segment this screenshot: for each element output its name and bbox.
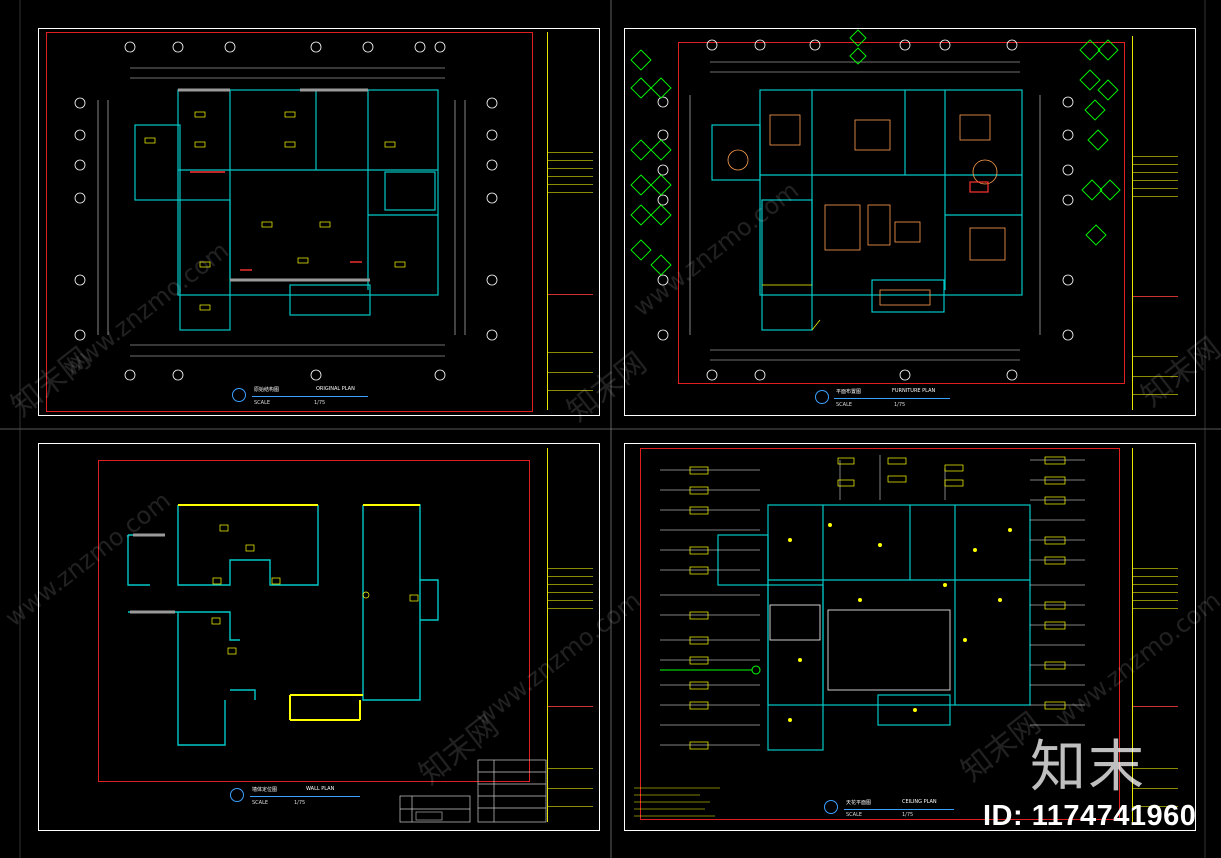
brand-logo: 知末 xyxy=(1030,735,1146,800)
sheet-ceiling-plan xyxy=(624,443,1196,831)
wall-plan-drawing xyxy=(127,504,547,823)
original-plan-drawing xyxy=(74,41,498,381)
ceiling-plan-drawing xyxy=(634,455,1085,817)
title-block-wall xyxy=(547,448,593,822)
scale-value-ceiling: 1/75 xyxy=(902,812,914,818)
title-circle-ceiling xyxy=(824,800,838,814)
frame-original-plan xyxy=(46,32,533,412)
scale-value-wall: 1/75 xyxy=(294,800,306,806)
caption-original-cn: 原始结构图 xyxy=(254,387,280,393)
sheet-wall-plan xyxy=(38,443,600,831)
scale-label-furniture: SCALE xyxy=(836,402,853,408)
scale-label-wall: SCALE xyxy=(252,800,269,806)
title-circle-original xyxy=(232,388,246,402)
title-block-furniture xyxy=(1132,36,1178,410)
sheet-original-plan xyxy=(38,28,600,416)
title-circle-furniture xyxy=(815,390,829,404)
frame-ceiling-plan xyxy=(640,448,1120,820)
scale-value-furniture: 1/75 xyxy=(894,402,906,408)
title-block-original xyxy=(547,32,593,410)
caption-ceiling-cn: 天花平面图 xyxy=(846,800,872,806)
image-id-label: ID: 1174741960 xyxy=(983,800,1197,832)
caption-furniture-cn: 平面布置图 xyxy=(836,389,862,395)
scale-label-ceiling: SCALE xyxy=(846,812,863,818)
caption-furniture-en: FURNITURE PLAN xyxy=(892,388,936,394)
caption-wall-en: WALL PLAN xyxy=(306,786,335,792)
furniture-plan-drawing xyxy=(630,29,1121,381)
frame-furniture-plan xyxy=(678,42,1125,384)
scale-value-original: 1/75 xyxy=(314,400,326,406)
title-block-ceiling xyxy=(1132,448,1178,822)
frame-wall-plan xyxy=(98,460,530,782)
caption-wall-cn: 墙体定位图 xyxy=(252,787,278,793)
caption-ceiling-en: CEILING PLAN xyxy=(902,799,937,805)
title-circle-wall xyxy=(230,788,244,802)
scale-label-original: SCALE xyxy=(254,400,271,406)
caption-original-en: ORIGINAL PLAN xyxy=(316,386,355,392)
sheet-furniture-plan xyxy=(624,28,1196,416)
